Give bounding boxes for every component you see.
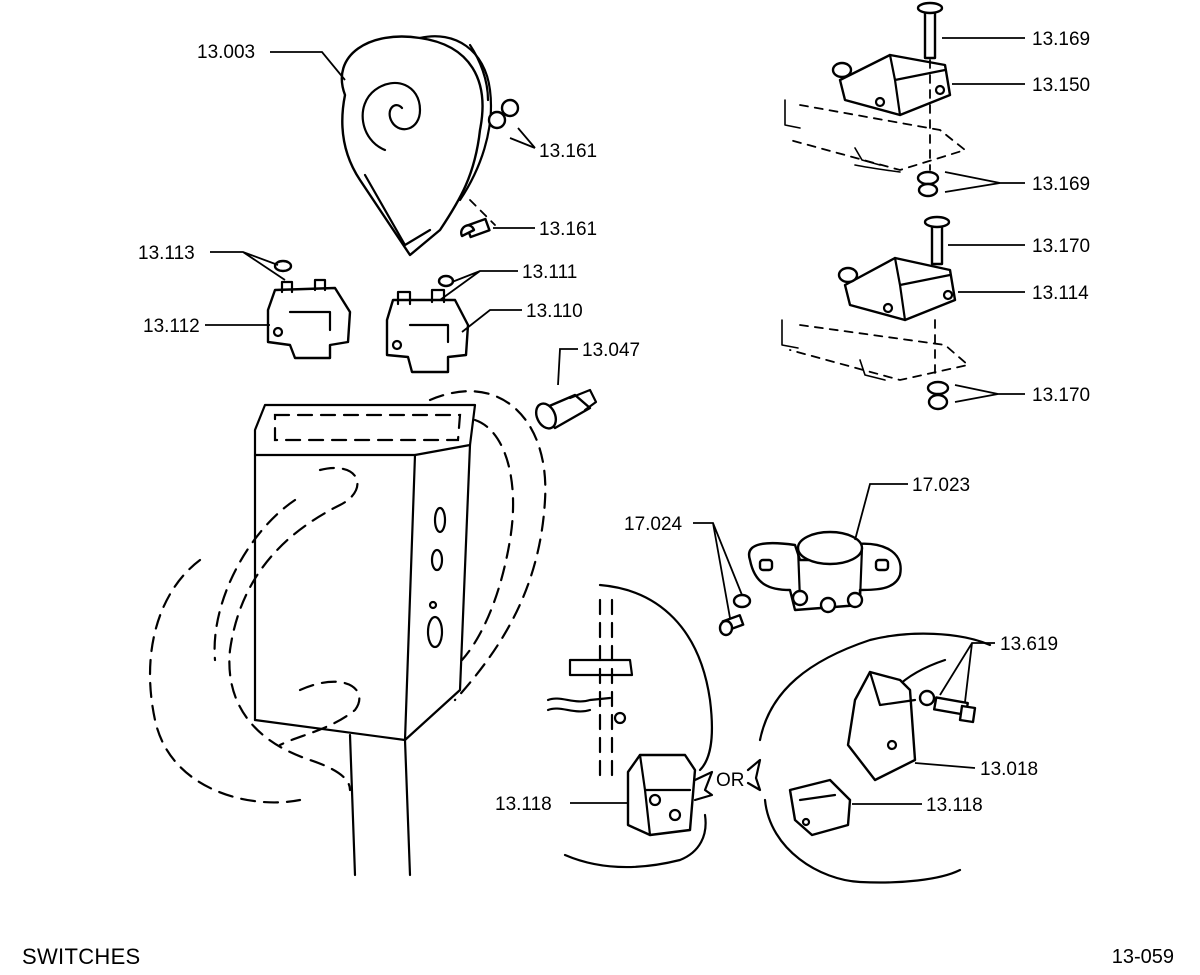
detail-right-drawing (758, 632, 992, 884)
label-horn: 13.003 (197, 42, 255, 63)
page-number: 13-059 (1111, 946, 1174, 968)
part-labels: 13.003 13.161 13.161 13.113 13.112 13.11… (138, 29, 1090, 816)
clamp-023-drawing (747, 530, 902, 614)
detail-left-drawing: OR (546, 583, 762, 869)
horn-nuts-icon (487, 98, 520, 130)
label-horn-bolt: 13.161 (539, 219, 597, 240)
switch-110-drawing (385, 274, 470, 374)
horn-drawing (340, 35, 520, 257)
switch-150-drawing (784, 1, 967, 198)
label-switch-114: 13.114 (1032, 283, 1089, 304)
label-switch-118-right: 13.118 (926, 795, 983, 816)
label-washer-113: 13.113 (138, 243, 195, 264)
label-switch-118-left: 13.118 (495, 794, 552, 815)
label-screw-024: 17.024 (624, 514, 683, 535)
leader-lines (205, 37, 1025, 805)
switch-114-drawing (781, 215, 970, 411)
label-switch-150: 13.150 (1032, 75, 1090, 96)
label-bolt-170-top: 13.170 (1032, 236, 1090, 257)
label-switch-112: 13.112 (143, 316, 200, 337)
switch-112-drawing (266, 259, 352, 360)
label-nut-169-bottom: 13.169 (1032, 174, 1090, 195)
label-clamp-023: 17.023 (912, 475, 970, 496)
label-switch-047: 13.047 (582, 340, 640, 361)
label-bracket-018: 13.018 (980, 759, 1038, 780)
switch-047-drawing (534, 388, 598, 430)
label-washer-111: 13.111 (522, 262, 577, 283)
page-title: SWITCHES (22, 944, 141, 969)
column-context-drawing (148, 390, 547, 877)
label-switch-110: 13.110 (526, 301, 583, 322)
or-label: OR (716, 770, 745, 791)
label-horn-nuts: 13.161 (539, 141, 597, 162)
screw-024-drawing (718, 593, 752, 637)
horn-bolt-icon (460, 217, 491, 239)
label-bolt-619: 13.619 (1000, 634, 1058, 655)
label-nut-170-bottom: 13.170 (1032, 385, 1090, 406)
label-bolt-169-top: 13.169 (1032, 29, 1090, 50)
